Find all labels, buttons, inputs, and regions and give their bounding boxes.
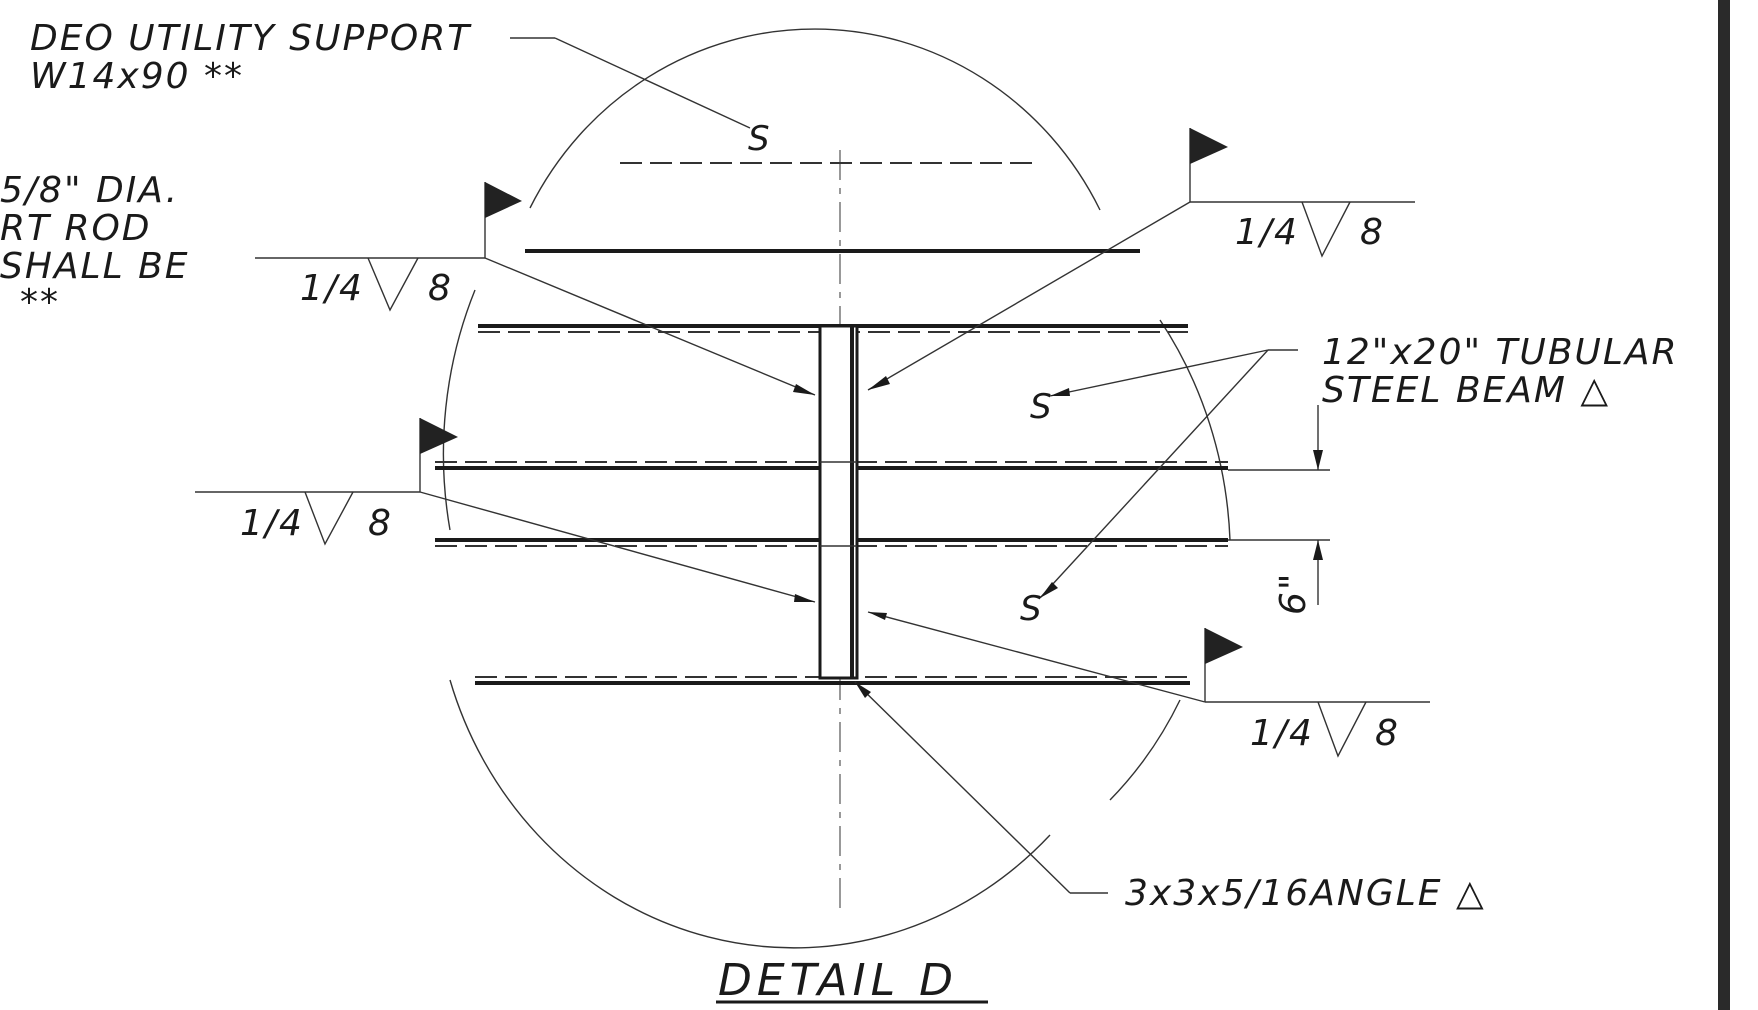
- leader-lines: [419, 37, 1298, 894]
- tubular-beam-bottom: [475, 676, 1190, 685]
- drawing-frame-border: [1718, 0, 1730, 1010]
- rod-label-line4: **: [20, 282, 60, 323]
- support-beam-w14x90: [525, 162, 1140, 253]
- weld-size-3: 1/4: [240, 503, 304, 544]
- section-mark-upper-right: S: [1030, 387, 1054, 427]
- weld-size-4: 1/4: [1250, 713, 1314, 754]
- weld-symbol-1: [255, 182, 522, 312]
- rod-label-line3: SHALL BE: [0, 246, 190, 287]
- utility-support-label-line2: W14x90 **: [30, 56, 244, 97]
- section-mark-lower-right: S: [1020, 589, 1044, 629]
- weld-length-2: 8: [1360, 212, 1385, 253]
- weld-size-2: 1/4: [1235, 212, 1299, 253]
- tubular-beam-label-line2: STEEL BEAM △: [1322, 370, 1610, 411]
- angle-plate: [818, 324, 859, 680]
- weld-length-1: 8: [428, 268, 453, 309]
- angle-label: 3x3x5/16ANGLE △: [1125, 873, 1486, 914]
- weld-symbol-4: [1204, 628, 1430, 758]
- utility-support-label-line1: DEO UTILITY SUPPORT: [30, 18, 472, 59]
- weld-symbol-2: [1189, 128, 1415, 258]
- detail-title: DETAIL D: [718, 955, 958, 1006]
- detail-circle: [442, 28, 1231, 949]
- weld-length-3: 8: [368, 503, 393, 544]
- dimension-label: 6": [1273, 572, 1314, 615]
- section-mark-top: S: [748, 119, 772, 159]
- weld-length-4: 8: [1375, 713, 1400, 754]
- weld-symbol-3: [195, 418, 458, 546]
- rod-label-line1: 5/8" DIA.: [0, 170, 179, 211]
- rod-label-line2: RT ROD: [0, 208, 152, 249]
- tubular-beam-label-line1: 12"x20" TUBULAR: [1322, 332, 1679, 373]
- leader-arrowheads: [793, 376, 1070, 698]
- weld-size-1: 1/4: [300, 268, 364, 309]
- dimension-6in: [1228, 405, 1330, 605]
